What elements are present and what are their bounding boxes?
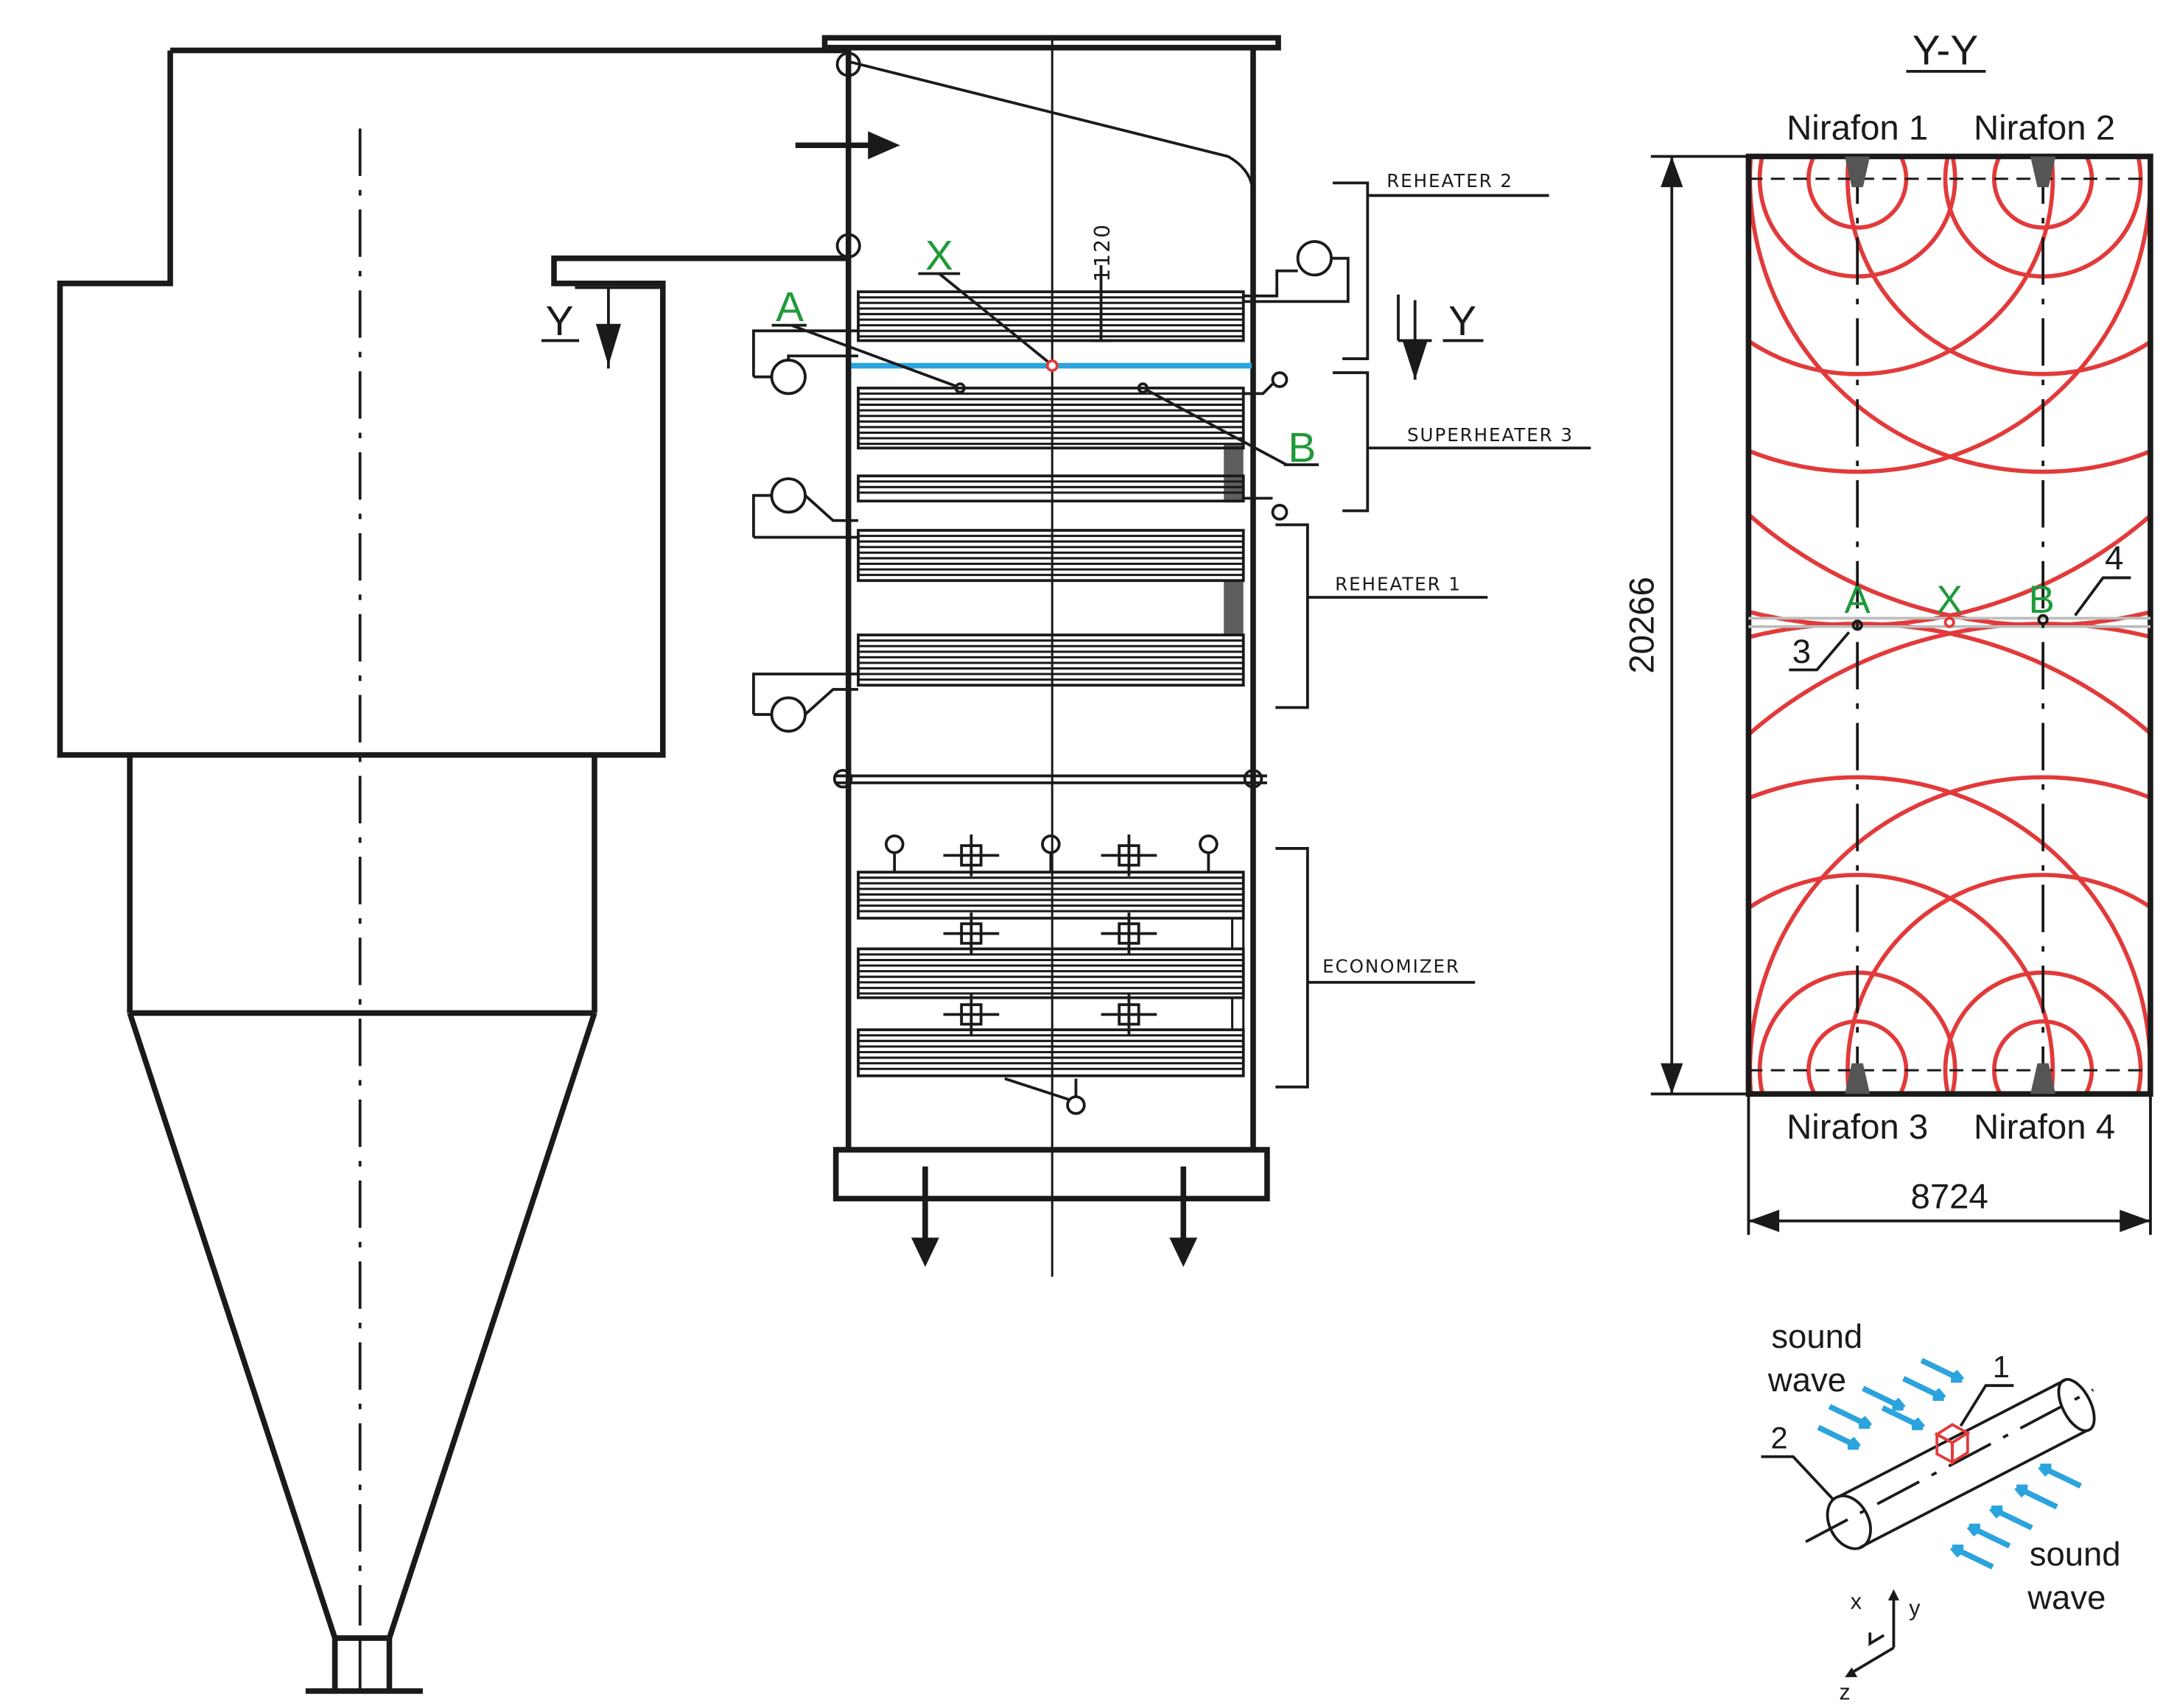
section-marker-right-label: Y: [1448, 298, 1476, 345]
point-x-label: X: [925, 233, 953, 279]
component-labels: REHEATER 2 SUPERHEATER 3 REHEATER 1 ECON…: [1275, 170, 1591, 1089]
dimension-1120-label: 1120: [1090, 223, 1115, 282]
sound-wave-bottom-line2: wave: [2027, 1578, 2106, 1616]
section-point-a-label: A: [1844, 578, 1871, 622]
point-b-label: B: [1288, 425, 1316, 471]
axis-z-label: z: [1840, 1680, 1851, 1704]
dimension-1120: 1120: [1090, 223, 1115, 342]
nirafon-2-label: Nirafon 2: [1974, 109, 2115, 148]
nirafon-1-label: Nirafon 1: [1787, 109, 1928, 148]
cyclone-furnace: [57, 47, 849, 1694]
nirafon-3-label: Nirafon 3: [1787, 1108, 1928, 1147]
section-point-b-label: B: [2029, 578, 2055, 622]
section-marker-left: Y: [541, 286, 663, 369]
axis-y-label: y: [1909, 1597, 1921, 1621]
axis-triad: x y z: [1840, 1589, 1921, 1704]
point-a-label: A: [776, 284, 804, 331]
section-marker-right: Y: [1397, 294, 1484, 380]
nirafon-4-label: Nirafon 4: [1974, 1108, 2115, 1147]
tube-bundles: [857, 290, 1245, 1078]
section-y-y: Y-Y: [1623, 27, 2153, 1235]
callout-4-label: 4: [2105, 539, 2123, 577]
axis-x-label: x: [1851, 1589, 1862, 1614]
callout-2-label: 2: [1771, 1420, 1788, 1455]
sound-wave-arrows-bottom: [1950, 1463, 2082, 1570]
acoustic-wavefronts: [1748, 156, 2150, 1094]
sound-wave-top-line1: sound: [1771, 1318, 1862, 1355]
height-dimension-label: 20266: [1623, 577, 1662, 674]
width-dimension-label: 8724: [1911, 1178, 1988, 1217]
reheater-2-label: REHEATER 2: [1387, 170, 1513, 191]
point-markers: A X B: [771, 233, 1319, 471]
economizer-label: ECONOMIZER: [1322, 956, 1460, 977]
sound-wave-bottom-line1: sound: [2030, 1536, 2121, 1573]
section-point-x-label: X: [1937, 578, 1963, 622]
sensor-inset: 1 2 sound wave sound wave x: [1761, 1318, 2121, 1704]
sound-wave-arrows-top: [1817, 1357, 1965, 1450]
back-pass-casing: [821, 35, 1281, 1277]
sensor-cube: [1934, 1423, 1971, 1465]
sound-wave-top-line2: wave: [1767, 1361, 1846, 1399]
flow-arrows: [795, 131, 1198, 1268]
reheater-1-label: REHEATER 1: [1335, 573, 1462, 594]
section-marker-left-label: Y: [546, 298, 574, 345]
callout-1-label: 1: [1993, 1349, 2010, 1384]
section-title: Y-Y: [1913, 27, 1979, 74]
superheater-3-label: SUPERHEATER 3: [1407, 424, 1574, 446]
callout-3-label: 3: [1792, 633, 1811, 670]
economizer-supports: [943, 834, 1157, 1036]
headers: [751, 240, 1350, 1115]
